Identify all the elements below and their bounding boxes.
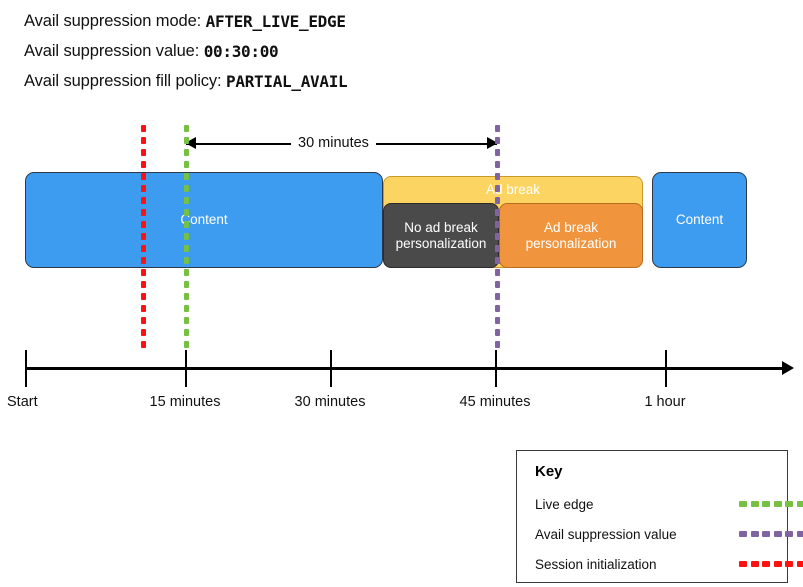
- axis-tick-label: 15 minutes: [149, 394, 221, 410]
- axis-tick-label: 1 hour: [644, 394, 686, 410]
- param-label-fill-policy: Avail suppression fill policy:: [24, 71, 227, 90]
- line-2: personalization: [395, 235, 487, 251]
- axis-tick: [185, 350, 188, 387]
- span-arrowhead-left: [185, 137, 196, 149]
- axis-tick: [25, 350, 28, 387]
- block-content-second: Content: [652, 172, 747, 268]
- legend-item-label: Session initialization: [535, 556, 657, 572]
- line-1: No ad break: [404, 219, 478, 235]
- axis-arrow-icon: [782, 361, 794, 375]
- param-value-mode: AFTER_LIVE_EDGE: [205, 11, 346, 31]
- param-row-mode: Avail suppression mode: AFTER_LIVE_EDGE: [24, 6, 724, 36]
- param-value-fill-policy: PARTIAL_AVAIL: [226, 71, 348, 91]
- legend-item: Session initialization: [535, 553, 803, 575]
- param-label-mode: Avail suppression mode:: [24, 11, 206, 30]
- axis-line: [25, 367, 788, 370]
- line-1: Ad break: [543, 219, 599, 235]
- legend-dashed-line-swatch: [739, 501, 803, 507]
- block-content-first-label: Content: [180, 212, 228, 227]
- axis-tick: [495, 350, 498, 387]
- legend-item-label: Avail suppression value: [535, 526, 677, 542]
- span-arrowhead-right: [487, 137, 498, 149]
- parameter-list: Avail suppression mode: AFTER_LIVE_EDGE …: [24, 6, 724, 96]
- span-label: 30 minutes: [291, 133, 376, 153]
- marker-line-live-edge: [184, 125, 189, 348]
- legend-title: Key: [535, 463, 563, 480]
- block-ad-break-personalization: Ad break personalization: [499, 203, 643, 268]
- param-value-value: 00:30:00: [203, 41, 279, 61]
- legend-dashed-line-swatch: [739, 531, 803, 537]
- param-label-value: Avail suppression value:: [24, 41, 204, 60]
- legend-item-label: Live edge: [535, 496, 594, 512]
- span-annotation-30-minutes: 30 minutes: [185, 133, 498, 155]
- line-2: personalization: [525, 235, 617, 251]
- param-row-value: Avail suppression value: 00:30:00: [24, 36, 724, 66]
- axis-tick: [665, 350, 668, 387]
- block-no-ad-break-personalization: No ad break personalization: [383, 203, 499, 268]
- block-content-second-label: Content: [675, 212, 724, 227]
- marker-line-session-initialization: [141, 125, 146, 348]
- axis-tick: [330, 350, 333, 387]
- param-row-fill-policy: Avail suppression fill policy: PARTIAL_A…: [24, 66, 724, 96]
- legend-item: Live edge: [535, 493, 803, 515]
- legend-dashed-line-swatch: [739, 561, 803, 567]
- marker-line-avail-suppression-value: [495, 125, 500, 348]
- axis-tick-label: 30 minutes: [294, 394, 366, 410]
- block-ad-break-personalization-label: Ad break personalization: [526, 220, 617, 252]
- axis-tick-label: Start: [7, 394, 38, 410]
- legend-item: Avail suppression value: [535, 523, 803, 545]
- time-axis: Start 15 minutes 30 minutes 45 minutes 1 hou…: [0, 345, 803, 415]
- block-content-first: Content: [25, 172, 383, 268]
- block-no-ad-break-personalization-label: No ad break personalization: [396, 220, 487, 252]
- axis-tick-label: 45 minutes: [459, 394, 531, 410]
